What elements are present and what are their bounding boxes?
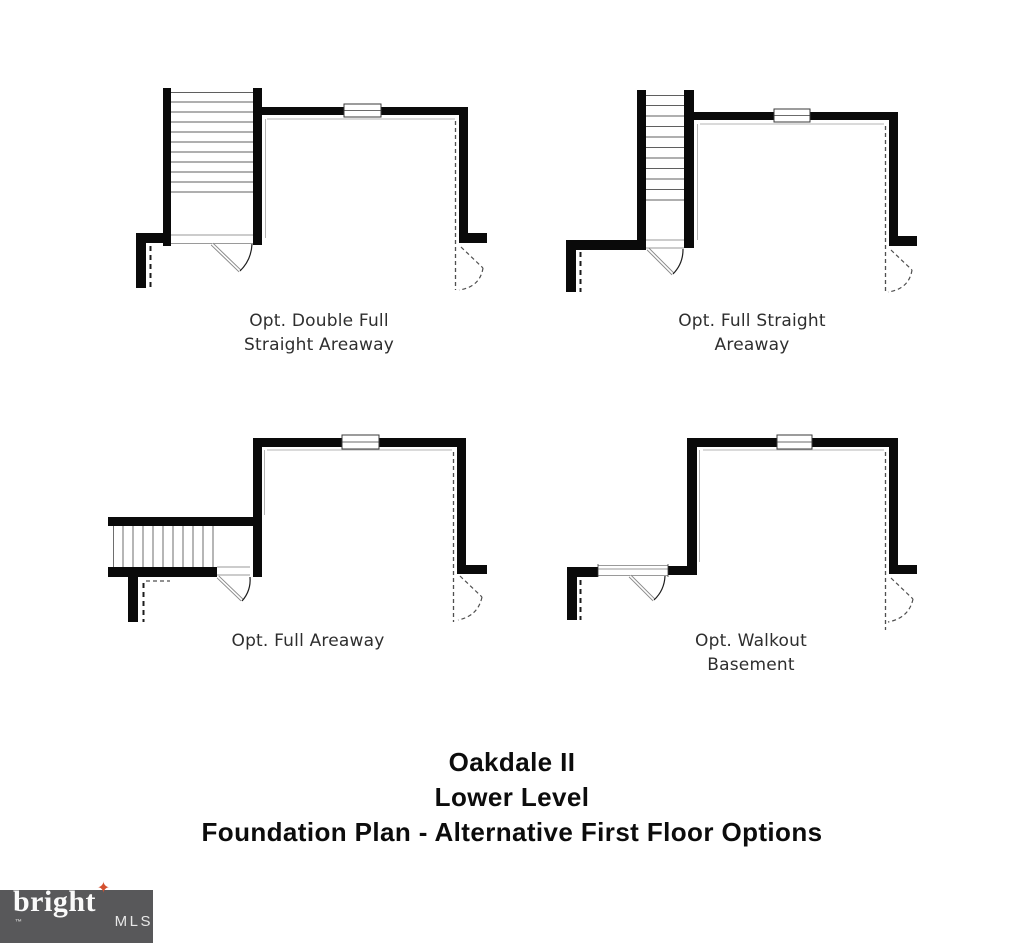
walls (567, 438, 917, 620)
dashed-openings (142, 575, 483, 622)
caption-line: Opt. Full Areaway (231, 631, 385, 651)
walls (566, 90, 917, 292)
caption-line: Opt. Walkout (695, 631, 807, 651)
plan-drawing-full-straight-areaway (566, 90, 917, 293)
walkout-door (597, 563, 669, 602)
plan-drawing-double-full-straight-areaway (136, 88, 487, 291)
plan-drawing-full-areaway (108, 434, 487, 622)
window (341, 434, 380, 450)
stair-treads (113, 526, 214, 567)
dashed-openings (149, 246, 484, 291)
window (343, 103, 382, 118)
areaway-door (171, 231, 253, 273)
areaway-door (216, 564, 251, 602)
star-icon: ✦ (96, 877, 111, 897)
mls-text: MLS (114, 912, 153, 930)
walls (108, 438, 487, 622)
caption-full-areaway: Opt. Full Areaway (158, 629, 458, 653)
caption-line: Basement (707, 655, 795, 675)
dashed-openings (579, 577, 914, 623)
inner-face-lines (264, 449, 455, 622)
sheet-description: Foundation Plan - Alternative First Floo… (201, 817, 823, 847)
caption-line: Opt. Double Full (249, 311, 389, 331)
inner-face-lines (265, 118, 457, 290)
caption-double-full-straight-areaway: Opt. Double Full Straight Areaway (169, 309, 469, 357)
caption-line: Opt. Full Straight (678, 311, 826, 331)
inner-face-lines (697, 123, 887, 292)
stair-treads (646, 95, 684, 201)
brightmls-logo: bright ✦ ™ MLS (0, 879, 153, 943)
walls (136, 88, 487, 288)
caption-walkout-basement: Opt. Walkout Basement (601, 629, 901, 677)
stair-treads (171, 92, 253, 193)
inner-face-lines (699, 449, 887, 630)
plan-drawing-walkout-basement (567, 434, 917, 630)
dashed-openings (579, 249, 913, 293)
plan-name: Oakdale II (448, 747, 576, 777)
window (773, 108, 811, 123)
caption-line: Straight Areaway (244, 335, 394, 355)
sheet-title: Oakdale II Lower Level Foundation Plan -… (0, 745, 1024, 850)
level-name: Lower Level (434, 782, 590, 812)
caption-line: Areaway (714, 335, 790, 355)
window (776, 434, 813, 450)
trademark-symbol: ™ (15, 918, 23, 926)
areaway-door (646, 236, 684, 276)
brightmls-wordmark: bright ✦ ™ (13, 879, 110, 943)
caption-full-straight-areaway: Opt. Full Straight Areaway (602, 309, 902, 357)
brand-text: bright (13, 884, 97, 918)
